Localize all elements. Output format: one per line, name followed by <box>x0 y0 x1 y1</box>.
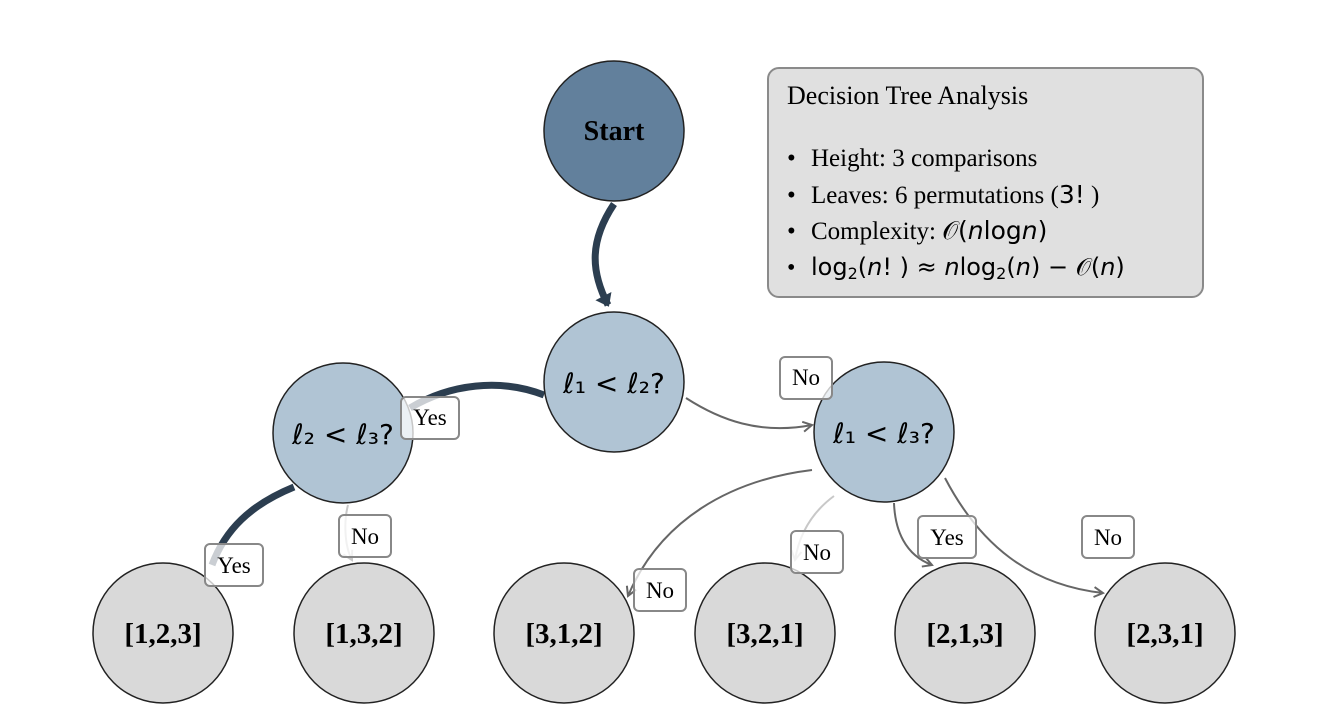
svg-text:Yes: Yes <box>930 525 964 550</box>
edge-label-q13-leaf3: No <box>790 530 844 574</box>
svg-text:Yes: Yes <box>217 553 251 578</box>
svg-text:No: No <box>803 540 831 565</box>
leaf-label: [1,2,3] <box>124 618 201 650</box>
edge-q13-to-leaf4 <box>893 502 932 565</box>
node-q23-label: ℓ₂ < ℓ₃? <box>291 418 394 451</box>
leaf-label: [3,2,1] <box>726 618 803 650</box>
leaf-node[interactable]: [2,1,3] <box>894 562 1036 704</box>
node-q13-label: ℓ₁ < ℓ₃? <box>832 417 935 450</box>
leaf-node[interactable]: [1,2,3] <box>92 562 234 704</box>
leaf-nodes: [1,2,3] [1,3,2] [3,1,2] [3,2,1] [2,1,3] … <box>92 562 1236 704</box>
edge-label-q12-q23: Yes <box>400 396 460 440</box>
bullet-icon: • <box>787 255 796 281</box>
bullet-icon: • <box>787 145 796 172</box>
svg-text:No: No <box>1094 525 1122 550</box>
info-item-complexity: •Complexity: 𝒪(nlogn) <box>787 213 1125 249</box>
edge-labels: Yes No Yes No No No Yes No <box>204 356 1135 612</box>
edge-label-q13-leaf5: No <box>1081 515 1135 559</box>
leaf-node[interactable]: [3,1,2] <box>493 562 635 704</box>
bullet-icon: • <box>787 182 796 209</box>
leaf-label: [2,3,1] <box>1126 618 1203 650</box>
leaf-node[interactable]: [2,3,1] <box>1094 562 1236 704</box>
edge-label-q13-leaf2: No <box>633 568 687 612</box>
info-title: Decision Tree Analysis <box>787 81 1029 110</box>
info-item-formula: •log2(n! ) ≈ nlog2(n) − 𝒪(n) <box>787 249 1125 285</box>
info-item-leaves: •Leaves: 6 permutations (3! ) <box>787 177 1125 213</box>
edge-q13-to-leaf5 <box>944 477 1103 593</box>
info-list: •Height: 3 comparisons •Leaves: 6 permut… <box>787 141 1125 285</box>
edge-q12-to-q13 <box>685 397 812 428</box>
leaf-label: [1,3,2] <box>325 618 402 650</box>
node-q13[interactable]: ℓ₁ < ℓ₃? <box>813 361 955 503</box>
node-q12[interactable]: ℓ₁ < ℓ₂? <box>543 311 685 453</box>
info-item-height: •Height: 3 comparisons <box>787 141 1125 177</box>
edge-label-q23-leaf0: Yes <box>204 543 264 587</box>
edge-label-q13-leaf4: Yes <box>917 515 977 559</box>
edge-label-q23-leaf1: No <box>338 514 392 558</box>
bullet-icon: • <box>787 218 796 245</box>
svg-text:Yes: Yes <box>413 405 447 430</box>
leaf-label: [3,1,2] <box>525 618 602 650</box>
svg-text:No: No <box>792 365 820 390</box>
analysis-info-box: Decision Tree Analysis •Height: 3 compar… <box>767 67 1204 298</box>
node-start-label: Start <box>584 116 645 147</box>
edge-label-q12-q13: No <box>779 356 833 400</box>
node-q23[interactable]: ℓ₂ < ℓ₃? <box>272 362 414 504</box>
leaf-node[interactable]: [1,3,2] <box>293 562 435 704</box>
edge-start-to-q12 <box>591 202 617 307</box>
leaf-label: [2,1,3] <box>926 618 1003 650</box>
svg-text:No: No <box>646 578 674 603</box>
leaf-node[interactable]: [3,2,1] <box>694 562 836 704</box>
node-q12-label: ℓ₁ < ℓ₂? <box>562 367 665 400</box>
node-start[interactable]: Start <box>543 60 685 202</box>
svg-text:No: No <box>351 524 379 549</box>
